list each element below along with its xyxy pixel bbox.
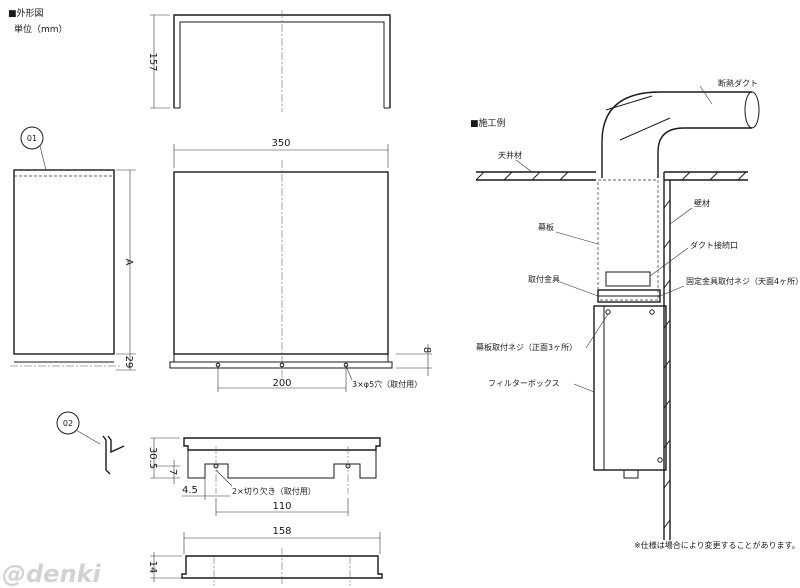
bottom-29-dimension: 29 xyxy=(123,356,134,369)
unit-label: 単位（mm） xyxy=(14,23,68,35)
duct-joint-label: ダクト接続口 xyxy=(690,240,738,250)
bracket-view: 30.5 7 4.5 2×切り欠き（取付用） 110 xyxy=(147,437,381,516)
notch-4-5-dimension: 4.5 xyxy=(182,485,198,496)
part-01-label: 01 xyxy=(27,134,37,143)
part-02-view: 02 xyxy=(56,411,125,475)
lid-width-dimension: 158 xyxy=(272,526,291,537)
flange-7-dimension: 7 xyxy=(167,469,178,475)
side-height-dimension: 157 xyxy=(147,52,158,71)
bracket-label: 取付金具 xyxy=(528,274,560,284)
construction-heading: ■施工例 xyxy=(470,117,506,129)
duct-label: 断熱ダクト xyxy=(718,78,758,88)
front-view: 350 200 3×φ5穴（取付用） 8 xyxy=(169,138,432,392)
filter-box-label: フィルターボックス xyxy=(488,379,560,388)
installation-callouts: 断熱ダクト 天井材 壁材 幕板 ダクト接続口 取付金具 固定金具取付ネジ（天面4… xyxy=(476,78,800,393)
notches-note: 2×切り欠き（取付用） xyxy=(232,486,316,496)
hole-pitch-dimension: 200 xyxy=(272,378,291,389)
outline-heading: ■外形図 xyxy=(8,7,44,19)
wall-label: 壁材 xyxy=(694,198,710,208)
bracket-screw-label: 固定金具取付ネジ（天面4ヶ所） xyxy=(686,276,800,286)
footnote: ※仕様は場合により変更することがあります。 xyxy=(634,540,800,550)
notch-pitch-dimension: 110 xyxy=(272,501,291,512)
holes-note: 3×φ5穴（取付用） xyxy=(352,379,422,389)
cover-label: 幕板 xyxy=(538,222,554,232)
flange-30-5-dimension: 30.5 xyxy=(147,447,158,469)
installation-view xyxy=(475,91,760,540)
lid-view: 158 14 xyxy=(147,526,383,586)
part-02-label: 02 xyxy=(63,419,73,428)
bottom-8-dimension: 8 xyxy=(421,347,432,353)
side-view: 157 xyxy=(147,10,391,112)
ceiling-label: 天井材 xyxy=(498,150,522,160)
watermark-logo: @denki xyxy=(2,560,102,588)
width-dimension: 350 xyxy=(271,138,290,149)
cover-screw-label: 幕板取付ネジ（正面3ヶ所） xyxy=(476,342,577,352)
height-a-dimension: A xyxy=(123,259,134,266)
part-01-view: 01 A 29 xyxy=(10,126,136,371)
lid-height-dimension: 14 xyxy=(147,561,158,574)
